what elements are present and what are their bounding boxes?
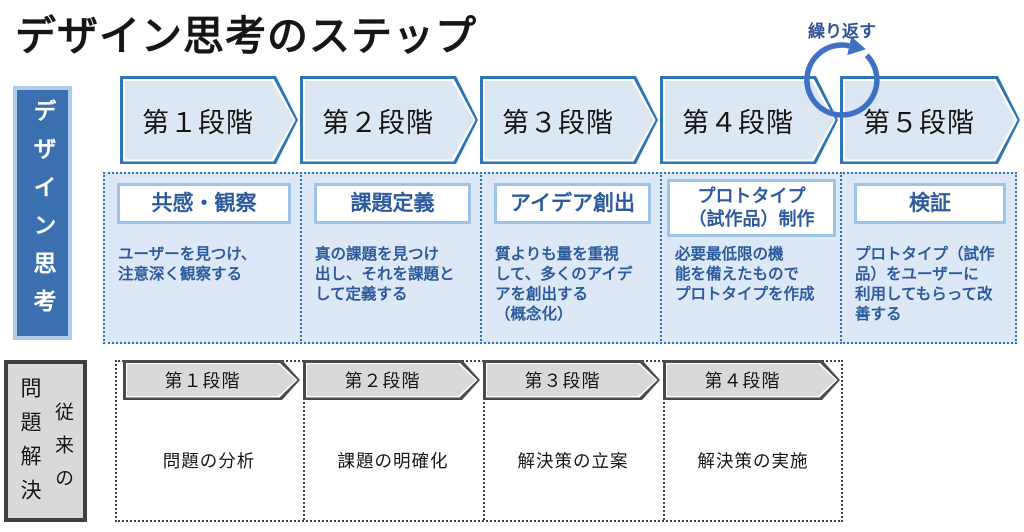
stage-title: 課題定義 [350,191,435,215]
stage-arrow-label: 第３段階 [502,107,614,138]
stage-title-box: アイデア創出 [494,183,651,224]
repeat-label: 繰り返す [808,22,876,41]
chevron-fill [127,364,296,396]
stage-title: プロトタイプ （試作品）制作 [688,185,815,229]
stage-arrow-2: 第２段階 [300,76,478,164]
conventional-stage-label: 第１段階 [164,371,241,391]
panel-divider [663,362,665,520]
stage-description: 真の課題を見つけ 出し、それを課題と して定義する [315,246,455,303]
stage-detail-cell-5: 検証 プロトタイプ（試作 品）をユーザーに 利用してもらって改 善する [840,172,1017,344]
conventional-side-label-prefix: 従来の [52,402,73,501]
conventional-stage-label: 第２段階 [344,371,421,391]
page-title: デザイン思考のステップ [15,13,477,59]
stage-title: アイデア創出 [510,191,635,215]
stage-arrow-label: 第４段階 [682,107,794,138]
stage-title: 検証 [909,191,951,215]
stage-arrow-label: 第１段階 [142,107,254,138]
stage-arrow-label: 第２段階 [322,107,434,138]
stage-detail-cell-1: 共感・観察 ユーザーを見つけ、 注意深く観察する [103,172,302,344]
stage-title-box: 検証 [854,183,1006,224]
stage-title-box: プロトタイプ （試作品）制作 [667,179,836,237]
panel-divider [303,362,305,520]
chevron-fill [665,81,834,160]
conventional-stage-arrow-3: 第３段階 [483,360,660,400]
conventional-step-description: 課題の明確化 [337,450,449,471]
conventional-step-description: 問題の分析 [162,450,256,471]
conventional-side-label: 従来の 問題解決 [4,360,87,522]
stage-arrow-3: 第３段階 [480,76,658,164]
panel-divider [483,362,485,520]
chevron-fill [307,364,476,396]
stage-detail-cell-3: アイデア創出 質よりも量を重視 して、多くのアイデ アを創出する （概念化） [480,172,662,344]
stage-title-box: 共感・観察 [117,183,291,224]
stage-title-box: 課題定義 [314,183,471,224]
chevron-fill [125,81,294,160]
stage-arrow-label: 第５段階 [863,107,975,138]
design-thinking-side-label-text: デザイン思考 [30,99,56,327]
stage-title: 共感・観察 [151,191,257,215]
stage-detail-cell-2: 課題定義 真の課題を見つけ 出し、それを課題と して定義する [300,172,482,344]
stage-arrow-1: 第１段階 [120,76,298,164]
design-thinking-side-label: デザイン思考 [13,86,72,340]
stage-arrow-4: 第４段階 [660,76,838,164]
conventional-stage-arrow-4: 第４段階 [663,360,840,400]
conventional-stage-label: 第４段階 [704,371,781,391]
conventional-step-description: 解決策の実施 [697,450,809,471]
stage-detail-cell-4: プロトタイプ （試作品）制作 必要最低限の機 能を備えたもので プロトタイプを作… [660,172,842,344]
conventional-stage-arrow-2: 第２段階 [303,360,480,400]
conventional-stage-label: 第３段階 [524,371,601,391]
stage-description: 質よりも量を重視 して、多くのアイデ アを創出する （概念化） [495,246,633,323]
stage-description: プロトタイプ（試作 品）をユーザーに 利用してもらって改 善する [855,246,995,323]
stage-description: ユーザーを見つけ、 注意深く観察する [118,246,257,283]
chevron-fill [487,364,656,396]
conventional-stage-arrow-1: 第１段階 [123,360,300,400]
stage-description: 必要最低限の機 能を備えたもので プロトタイプを作成 [675,246,815,303]
conventional-step-description: 解決策の立案 [517,450,629,471]
repeat-cycle-icon [804,36,880,118]
conventional-side-label-main: 問題解決 [18,377,41,513]
chevron-fill [485,81,654,160]
chevron-fill [667,364,836,396]
chevron-fill [305,81,474,160]
